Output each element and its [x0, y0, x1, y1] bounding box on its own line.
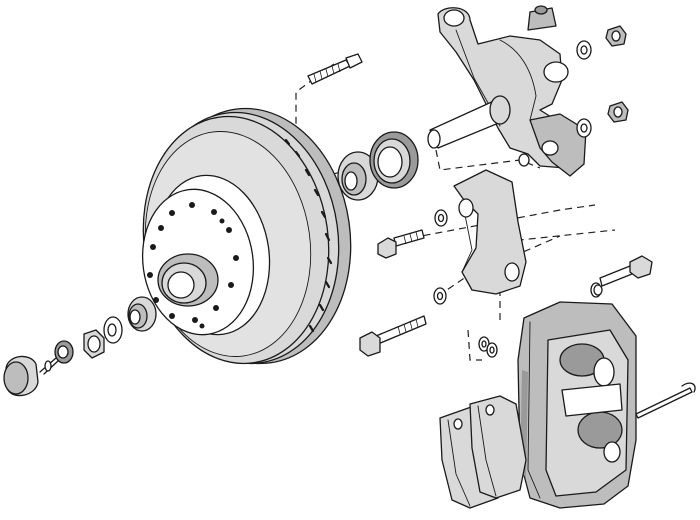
dust-cap [3, 355, 39, 397]
wheel-hub [141, 188, 255, 336]
outer-bearing [127, 296, 157, 332]
knuckle-hardware-upper [576, 25, 627, 60]
inner-bearing [337, 151, 379, 201]
grease-seal [369, 131, 419, 189]
caliper-bracket [453, 169, 527, 295]
rotor-vent-slots [284, 138, 333, 333]
bracket-bolt-upper [377, 209, 448, 259]
rotor-stud-bolt [307, 53, 363, 85]
caliper-washers [478, 336, 498, 358]
bracket-hardware [518, 153, 603, 296]
brake-caliper [517, 301, 637, 509]
brake-pad-inner [469, 395, 527, 499]
knuckle-hardware-lower [576, 101, 629, 138]
spindle-shaft [427, 95, 511, 149]
cotter-pin [39, 357, 59, 375]
nut-lock [54, 340, 74, 364]
pad-retaining-pin [635, 382, 696, 419]
bracket-bolt-lower [359, 287, 447, 357]
spindle-nut [83, 329, 105, 359]
steering-knuckle [437, 5, 587, 177]
lug-holes [147, 202, 239, 329]
bearing-washer [103, 316, 123, 344]
